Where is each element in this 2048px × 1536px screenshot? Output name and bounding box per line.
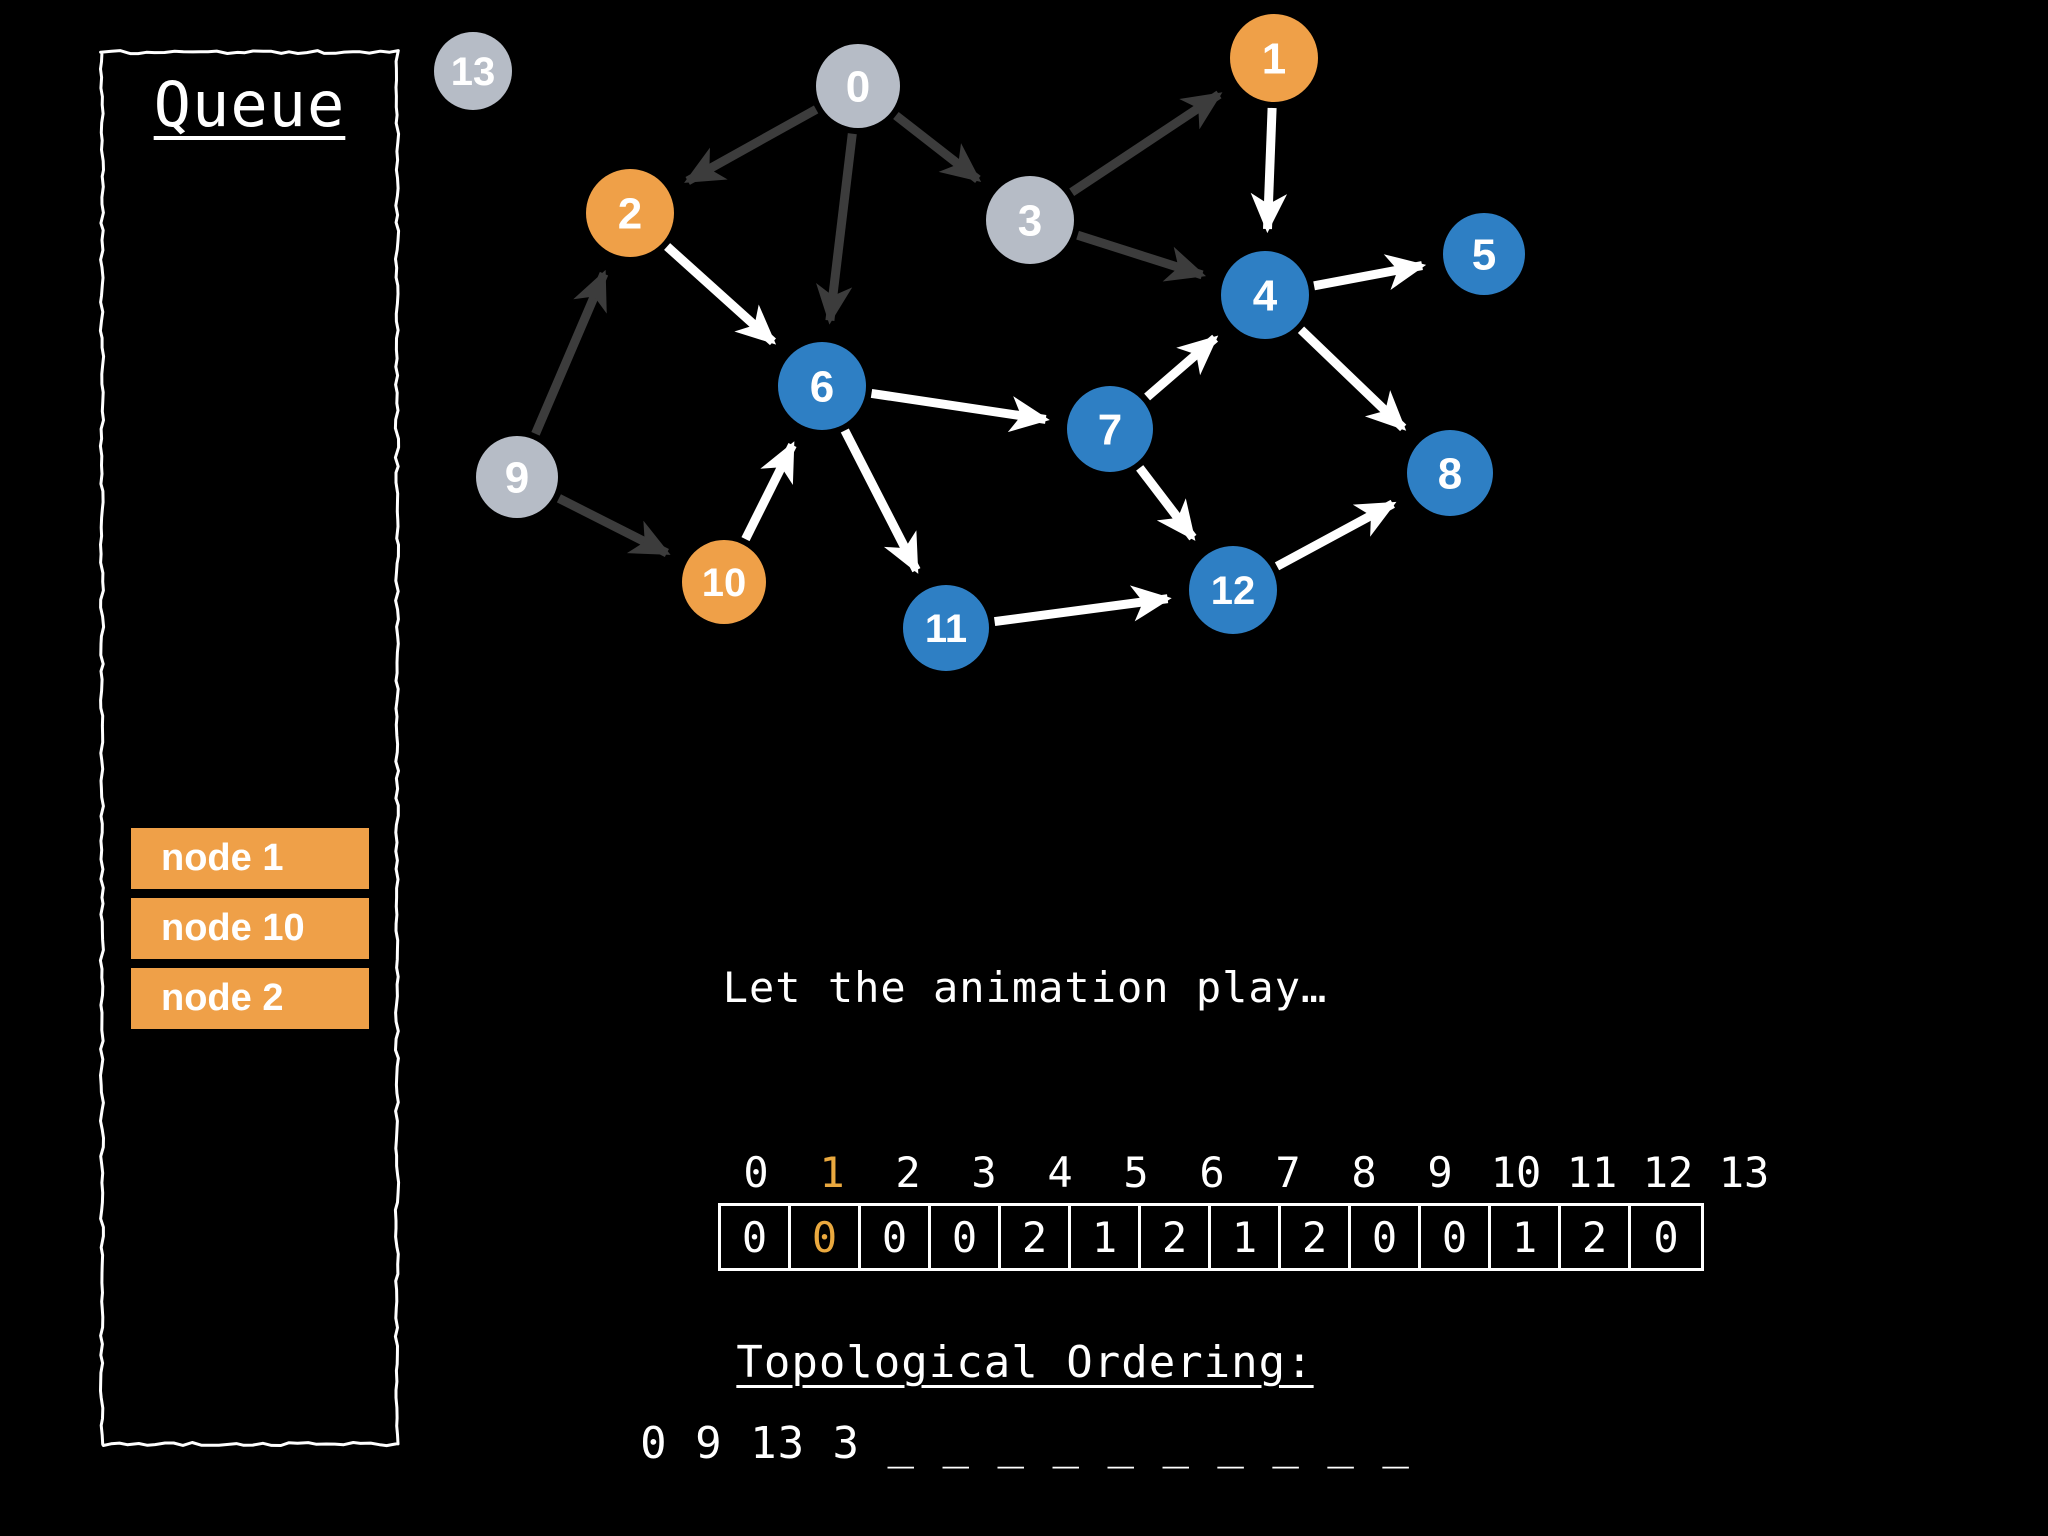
graph-edge-0-6 xyxy=(830,134,852,321)
graph-node-label: 0 xyxy=(846,63,870,112)
graph-edge-0-2 xyxy=(688,109,816,180)
indegree-cell[interactable]: 0 xyxy=(721,1206,791,1268)
graph-node-label: 3 xyxy=(1018,197,1042,246)
indegree-cell[interactable]: 1 xyxy=(1211,1206,1281,1268)
graph-node-label: 2 xyxy=(618,190,642,239)
indegree-index: 12 xyxy=(1630,1148,1706,1197)
indegree-cell[interactable]: 1 xyxy=(1491,1206,1561,1268)
graph-node-label: 6 xyxy=(810,363,834,412)
graph-edge-1-4 xyxy=(1268,108,1273,229)
indegree-index: 3 xyxy=(946,1148,1022,1197)
graph-edge-7-4 xyxy=(1147,338,1215,397)
indegree-cell[interactable]: 0 xyxy=(931,1206,1001,1268)
indegree-cell[interactable]: 2 xyxy=(1001,1206,1071,1268)
queue-panel: Queue node 1 node 10 node 2 xyxy=(98,48,401,1448)
graph-node-label: 4 xyxy=(1253,272,1278,321)
queue-item-label: node 2 xyxy=(161,977,283,1020)
graph-node-12[interactable]: 12 xyxy=(1189,546,1277,634)
indegree-cell[interactable]: 0 xyxy=(1631,1206,1701,1268)
queue-item-label: node 1 xyxy=(161,837,283,880)
graph-edge-10-6 xyxy=(746,445,793,539)
queue-items-list: node 1 node 10 node 2 xyxy=(131,828,369,1038)
indegree-index: 2 xyxy=(870,1148,946,1197)
graph-node-11[interactable]: 11 xyxy=(903,585,989,671)
graph-node-8[interactable]: 8 xyxy=(1407,430,1493,516)
indegree-index-row: 012345678910111213 xyxy=(718,1148,1782,1197)
graph-nodes: 130123456978101211 xyxy=(434,14,1525,671)
queue-item[interactable]: node 10 xyxy=(131,898,369,959)
graph-node-label: 1 xyxy=(1262,35,1286,84)
indegree-cell[interactable]: 1 xyxy=(1071,1206,1141,1268)
graph-edge-12-8 xyxy=(1277,504,1393,567)
indegree-cell[interactable]: 0 xyxy=(1351,1206,1421,1268)
topological-ordering-sequence: 0 9 13 3 _ _ _ _ _ _ _ _ _ _ xyxy=(380,1418,1670,1469)
indegree-cell[interactable]: 2 xyxy=(1561,1206,1631,1268)
graph-node-6[interactable]: 6 xyxy=(778,342,866,430)
graph-edge-6-11 xyxy=(845,431,917,571)
animation-caption: Let the animation play… xyxy=(380,963,1670,1012)
graph-node-label: 7 xyxy=(1098,406,1122,455)
queue-item-label: node 10 xyxy=(161,907,305,950)
indegree-cell[interactable]: 0 xyxy=(791,1206,861,1268)
indegree-index: 7 xyxy=(1250,1148,1326,1197)
graph-node-label: 8 xyxy=(1438,450,1462,499)
graph-edge-2-6 xyxy=(667,247,773,342)
graph-node-5[interactable]: 5 xyxy=(1443,213,1525,295)
graph-edge-9-2 xyxy=(536,274,605,434)
graph-edge-9-10 xyxy=(559,498,667,553)
indegree-cell[interactable]: 2 xyxy=(1281,1206,1351,1268)
queue-item[interactable]: node 1 xyxy=(131,828,369,889)
graph-edge-3-1 xyxy=(1072,95,1219,193)
topological-ordering-title: Topological Ordering: xyxy=(380,1337,1670,1388)
indegree-index: 11 xyxy=(1554,1148,1630,1197)
indegree-index: 5 xyxy=(1098,1148,1174,1197)
queue-panel-border xyxy=(98,48,401,1448)
graph-node-1[interactable]: 1 xyxy=(1230,14,1318,102)
graph-node-10[interactable]: 10 xyxy=(682,540,766,624)
graph-node-label: 11 xyxy=(925,607,967,651)
indegree-index: 1 xyxy=(794,1148,870,1197)
indegree-index: 0 xyxy=(718,1148,794,1197)
graph-node-label: 12 xyxy=(1211,569,1256,613)
graph-node-4[interactable]: 4 xyxy=(1221,251,1309,339)
indegree-index: 9 xyxy=(1402,1148,1478,1197)
graph-node-2[interactable]: 2 xyxy=(586,169,674,257)
graph-edge-11-12 xyxy=(995,599,1168,622)
graph-edge-4-5 xyxy=(1314,266,1422,286)
graph-svg: 130123456978101211 xyxy=(380,0,2048,950)
graph-node-label: 9 xyxy=(505,454,529,503)
queue-item[interactable]: node 2 xyxy=(131,968,369,1029)
indegree-index: 13 xyxy=(1706,1148,1782,1197)
graph-diagram: 130123456978101211 xyxy=(380,0,2048,950)
indegree-cell[interactable]: 0 xyxy=(1421,1206,1491,1268)
graph-edge-7-12 xyxy=(1140,468,1193,538)
graph-node-0[interactable]: 0 xyxy=(816,44,900,128)
queue-title: Queue xyxy=(98,68,401,141)
graph-node-label: 10 xyxy=(702,561,747,605)
graph-node-label: 13 xyxy=(451,50,496,94)
indegree-cell[interactable]: 0 xyxy=(861,1206,931,1268)
indegree-cell[interactable]: 2 xyxy=(1141,1206,1211,1268)
graph-edge-0-3 xyxy=(896,116,978,180)
indegree-value-row: 00002121200120 xyxy=(718,1203,1704,1271)
graph-node-9[interactable]: 9 xyxy=(476,436,558,518)
indegree-index: 10 xyxy=(1478,1148,1554,1197)
indegree-index: 6 xyxy=(1174,1148,1250,1197)
indegree-index: 4 xyxy=(1022,1148,1098,1197)
graph-node-13[interactable]: 13 xyxy=(434,32,512,110)
graph-edge-4-8 xyxy=(1301,330,1403,428)
graph-edges xyxy=(536,95,1423,622)
indegree-index: 8 xyxy=(1326,1148,1402,1197)
graph-node-label: 5 xyxy=(1472,231,1496,280)
graph-node-3[interactable]: 3 xyxy=(986,176,1074,264)
indegree-array: 012345678910111213 00002121200120 xyxy=(718,1148,1782,1271)
graph-node-7[interactable]: 7 xyxy=(1067,386,1153,472)
graph-edge-3-4 xyxy=(1078,235,1203,275)
graph-edge-6-7 xyxy=(872,393,1046,419)
